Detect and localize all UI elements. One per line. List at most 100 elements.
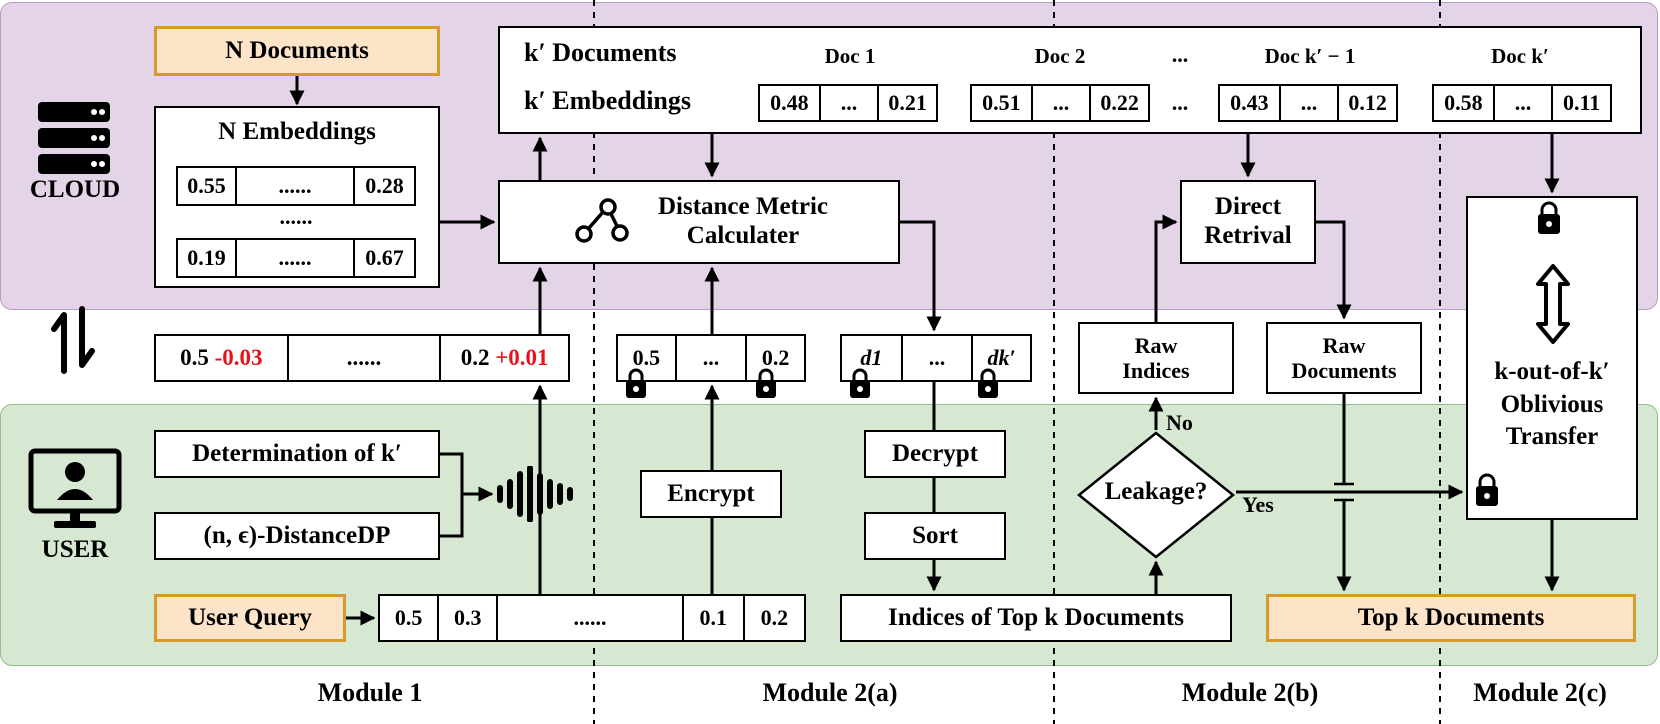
doc-cell: ... — [1495, 86, 1554, 120]
lock-icon — [1538, 201, 1560, 234]
distance-metric-line1: Distance Metric — [657, 193, 829, 221]
doc-embedding: 0.58 ... 0.11 — [1432, 84, 1612, 122]
leakage-diamond — [1077, 431, 1235, 559]
query-cell: ...... — [498, 596, 684, 640]
direct-retrieval-line1: Direct — [1214, 193, 1282, 221]
lock-icon — [850, 368, 870, 398]
raw-indices-line2: Indices — [1122, 358, 1190, 383]
doc-cell: 0.22 — [1100, 90, 1139, 115]
distance-cell: dk′ — [987, 345, 1016, 370]
user-label: USER — [41, 536, 109, 563]
arrow — [900, 220, 942, 332]
noise-value: +0.01 — [495, 345, 549, 370]
encrypt-label: Encrypt — [667, 479, 755, 507]
cloud-label: CLOUD — [29, 176, 121, 203]
raw-documents-box: Raw Documents — [1266, 322, 1422, 394]
embedding-cell: 0.19 — [178, 240, 238, 276]
doc-cell: 0.51 — [972, 86, 1033, 120]
embedding-cell: 0.67 — [365, 245, 404, 270]
embedding-cell: ...... — [237, 168, 356, 204]
doc-cell: ... — [821, 86, 880, 120]
query-cell: 0.2 — [760, 605, 789, 630]
query-cell: 0.3 — [439, 596, 499, 640]
raw-documents-line1: Raw — [1322, 332, 1366, 358]
encrypted-cell: ... — [677, 336, 748, 380]
noisy-query-vector: 0.5 -0.03 ...... 0.2 +0.01 — [154, 334, 570, 382]
encrypted-cell: 0.2 — [761, 345, 790, 370]
query-vector: 0.5 0.3 ...... 0.1 0.2 — [378, 594, 806, 642]
encrypted-cell: 0.5 — [618, 336, 677, 380]
doc-cell: ... — [1033, 86, 1092, 120]
top-k-documents-box: Top k Documents — [1266, 594, 1636, 642]
embedding-row-2: 0.19 ...... 0.67 — [176, 238, 416, 278]
doc-title: Doc 2 — [1034, 44, 1086, 68]
encrypted-distances-vector: d1 ... dk′ — [840, 334, 1032, 382]
determination-box: Determination of k′ — [154, 430, 440, 478]
top-k-documents-label: Top k Documents — [1357, 603, 1545, 631]
doc-embedding: 0.43 ... 0.12 — [1218, 84, 1398, 122]
doc-title: Doc 1 — [824, 44, 876, 68]
direct-retrieval-line2: Retrival — [1204, 222, 1292, 249]
embedding-dots: ...... — [279, 204, 313, 229]
doc-embedding: 0.51 ... 0.22 — [970, 84, 1150, 122]
decrypt-box: Decrypt — [864, 430, 1006, 478]
encrypt-box: Encrypt — [640, 470, 782, 518]
distance-dp-label: (n, ϵ)-DistanceDP — [203, 521, 391, 549]
doc-cell: 0.48 — [760, 86, 821, 120]
ot-line3: Transfer — [1505, 423, 1599, 450]
module-label: Module 2(c) — [1473, 678, 1607, 707]
connector — [440, 452, 464, 538]
embedding-row-1: 0.55 ...... 0.28 — [176, 166, 416, 206]
noisy-value: 0.2 — [460, 345, 490, 370]
determination-label: Determination of k′ — [192, 439, 402, 467]
user-query-box: User Query — [154, 594, 346, 642]
raw-indices-line1: Raw — [1134, 332, 1178, 358]
yes-label: Yes — [1242, 492, 1274, 517]
k-embeddings-label: k′ Embeddings — [524, 86, 691, 115]
lock-icon — [1476, 473, 1498, 506]
lock-icon — [756, 368, 776, 398]
n-documents-label: N Documents — [225, 36, 369, 64]
user-query-label: User Query — [188, 603, 312, 631]
indices-top-k-label: Indices of Top k Documents — [888, 603, 1184, 631]
exchange-arrows-icon — [51, 306, 95, 374]
module-label: Module 2(a) — [762, 678, 898, 707]
direct-retrieval-box: Direct Retrival — [1180, 180, 1316, 264]
doc-embedding: 0.48 ... 0.21 — [758, 84, 938, 122]
doc-cell: 0.11 — [1563, 90, 1601, 115]
distance-dp-box: (n, ϵ)-DistanceDP — [154, 512, 440, 560]
module-label: Module 1 — [317, 678, 423, 707]
n-documents-box: N Documents — [154, 26, 440, 76]
no-label: No — [1166, 410, 1193, 435]
arrow — [1154, 214, 1178, 322]
encrypted-query-vector: 0.5 ... 0.2 — [616, 334, 806, 382]
noisy-cell: 0.5 -0.03 — [156, 336, 289, 380]
noisy-cell: ...... — [289, 336, 442, 380]
decrypt-label: Decrypt — [891, 439, 979, 467]
distance-metric-line2: Calculater — [686, 222, 800, 249]
sort-box: Sort — [864, 512, 1006, 560]
ot-label: k-out-of-k′ Oblivious Transfer — [1466, 356, 1638, 454]
module-label: Module 2(b) — [1181, 678, 1319, 707]
graph-icon — [575, 198, 629, 243]
raw-documents-line2: Documents — [1291, 358, 1397, 383]
server-icon — [38, 102, 110, 174]
double-arrow-icon — [1536, 264, 1570, 344]
raw-indices-box: Raw Indices — [1078, 322, 1234, 394]
doc-cell: 0.58 — [1434, 86, 1495, 120]
distance-cell: ... — [903, 336, 974, 380]
doc-ellipsis: ... — [1171, 42, 1189, 67]
ot-line2: Oblivious — [1500, 390, 1604, 418]
noisy-cell: 0.2 +0.01 — [441, 336, 568, 380]
distance-metric-box: Distance Metric Calculater — [498, 180, 900, 264]
leakage-label: Leakage? — [1104, 478, 1208, 505]
oblivious-transfer-box — [1466, 196, 1638, 520]
query-cell: 0.5 — [380, 596, 440, 640]
lock-icon — [978, 368, 998, 398]
noisy-value: 0.5 — [180, 345, 209, 370]
embedding-cell: ...... — [237, 240, 356, 276]
doc-cell: 0.21 — [888, 90, 927, 115]
doc-title: Doc k′ − 1 — [1264, 44, 1356, 68]
indices-top-k-box: Indices of Top k Documents — [840, 594, 1232, 642]
